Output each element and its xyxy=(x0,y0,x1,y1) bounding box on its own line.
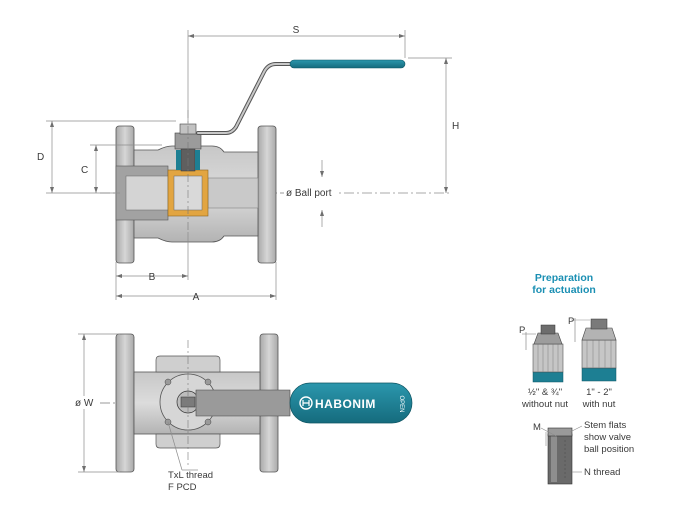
habonim-logo-icon xyxy=(299,396,313,410)
right-flange xyxy=(257,125,277,264)
dimension-arrows-top xyxy=(50,34,448,298)
open-label: OPEN xyxy=(398,395,404,412)
stem-with-nut xyxy=(581,318,617,382)
p-label-small: P xyxy=(519,325,525,336)
stem-seal-left xyxy=(176,150,181,170)
m-label: M xyxy=(533,422,541,433)
dim-h-label: H xyxy=(452,121,459,132)
handle-shank xyxy=(195,389,291,417)
stem-note-2: show valve xyxy=(584,432,631,443)
handle-arm xyxy=(196,62,294,135)
dim-c-label: C xyxy=(81,165,88,176)
dimension-lines-top xyxy=(46,30,452,300)
stem-detail xyxy=(547,427,573,485)
actuation-title-line-2: for actuation xyxy=(532,284,596,296)
pcd-label: F PCD xyxy=(168,482,197,493)
thread-label: TxL thread xyxy=(168,470,213,481)
stem-without-nut xyxy=(532,324,564,383)
bolt-hole-icon xyxy=(204,418,212,426)
section-view xyxy=(100,59,406,264)
plan-view: HABONIM OPEN xyxy=(100,333,413,473)
brand-name: HABONIM xyxy=(315,397,376,411)
dim-w-label: ø W xyxy=(75,398,94,409)
stem-note-3: ball position xyxy=(584,444,634,455)
dim-s-label: S xyxy=(293,25,300,36)
bolt-hole-icon xyxy=(164,378,172,386)
ball-port-label: ø Ball port xyxy=(286,188,332,199)
left-flange-plan xyxy=(115,333,135,473)
p-label-large: P xyxy=(568,316,574,327)
dim-d-label: D xyxy=(37,152,44,163)
stem-seal-right xyxy=(195,150,200,170)
dim-a-label: A xyxy=(193,292,200,303)
handle-grip xyxy=(289,59,406,69)
handle-grip-plan xyxy=(289,382,413,424)
bolt-hole-icon xyxy=(204,378,212,386)
actuation-title-line-1: Preparation xyxy=(535,272,593,284)
n-thread-label: N thread xyxy=(584,467,620,478)
dim-b-label: B xyxy=(149,272,156,283)
stem-note-1: Stem flats xyxy=(584,420,626,431)
large-stem-caption-1: 1" - 2" xyxy=(586,387,612,398)
large-stem-caption-2: with nut xyxy=(582,399,616,410)
bore-right xyxy=(207,177,259,209)
small-stem-caption-1: ½" & ¾" xyxy=(528,387,562,398)
bore xyxy=(125,175,169,211)
small-stem-caption-2: without nut xyxy=(521,399,568,410)
